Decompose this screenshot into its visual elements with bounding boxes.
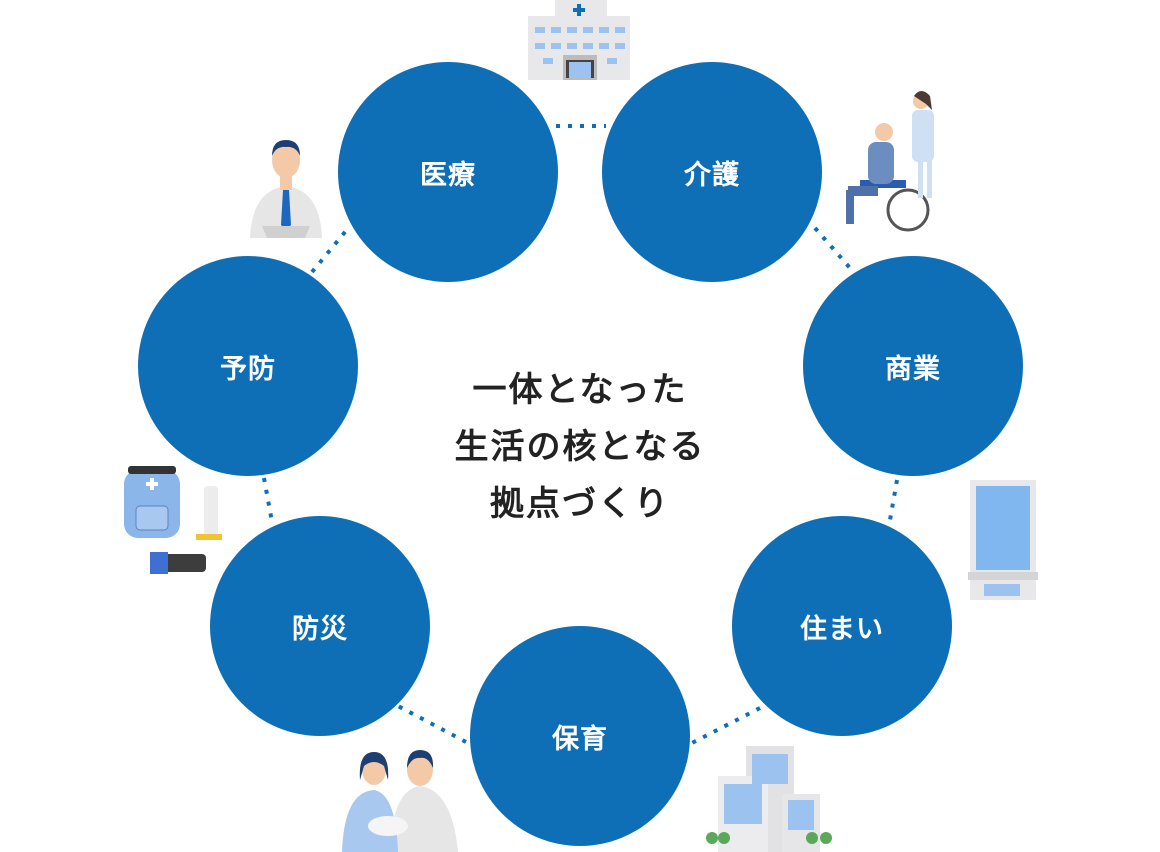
connector [310, 224, 352, 274]
doctor-icon [250, 140, 322, 238]
center-title-line: 一体となった [472, 370, 688, 410]
apartment-buildings-icon [706, 746, 832, 852]
connector [262, 477, 274, 523]
center-title-line: 拠点づくり [490, 484, 670, 524]
circle-medical: 医療 [338, 62, 558, 282]
family-icon [342, 750, 458, 852]
circle-prevention: 予防 [138, 256, 358, 476]
circle-commerce: 商業 [803, 256, 1023, 476]
connector [813, 226, 852, 270]
circle-childcare: 保育 [470, 626, 690, 846]
circle-disaster-prevention: 防災 [210, 516, 430, 736]
circle-nursing-care: 介護 [602, 62, 822, 282]
dotted-connectors [262, 124, 899, 746]
circle-housing: 住まい [732, 516, 952, 736]
connector [888, 479, 899, 521]
office-building-icon [968, 480, 1038, 600]
center-title-line: 生活の核となる [454, 427, 706, 467]
hospital-icon [528, 0, 630, 80]
wheelchair-care-icon [846, 91, 934, 232]
connector [689, 706, 761, 746]
emergency-kit-icon [124, 466, 222, 574]
center-title: 一体となった 生活の核となる 拠点づくり [380, 362, 780, 533]
connector [397, 704, 467, 744]
